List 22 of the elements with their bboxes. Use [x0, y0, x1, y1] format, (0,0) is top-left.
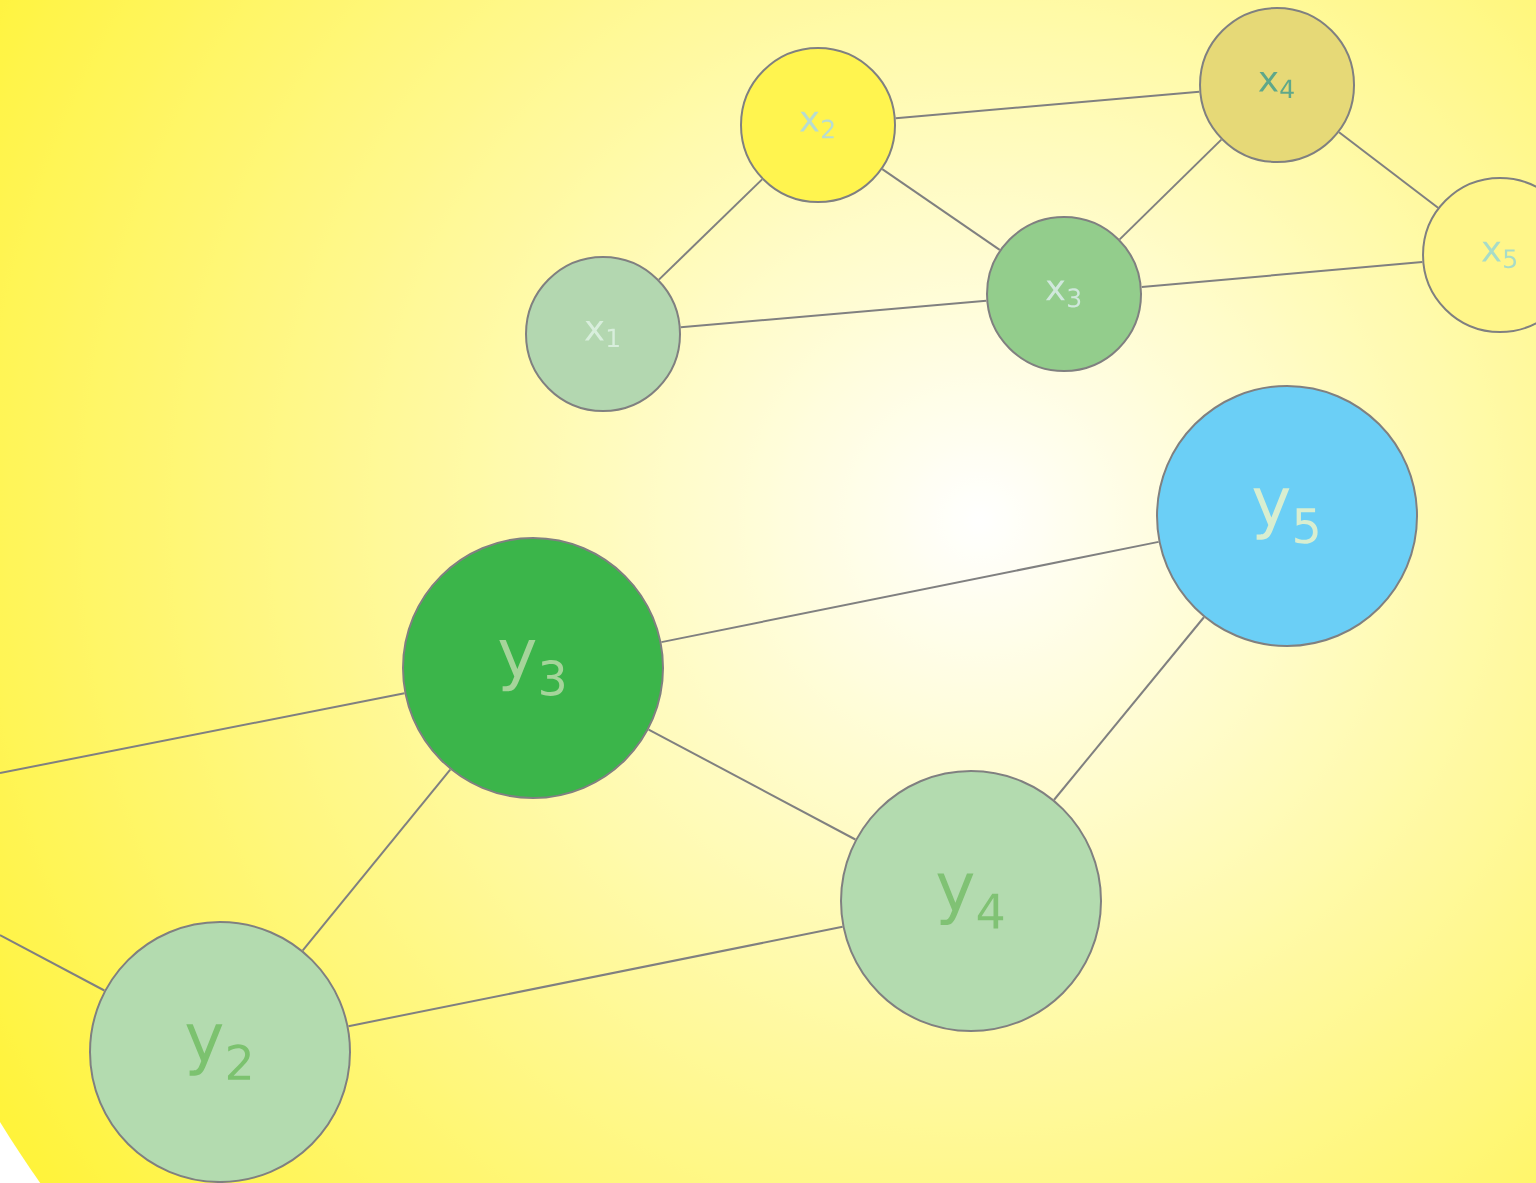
circle-node: y$_{3}$ [402, 537, 664, 799]
circle-node: x$_{4}$ [1199, 7, 1355, 163]
connector-line [1338, 131, 1439, 209]
connector-line [1140, 260, 1424, 289]
connector-line [657, 178, 764, 281]
connector-line [0, 934, 106, 992]
circle-node: y$_{4}$ [840, 770, 1102, 1032]
circle-node: y$_{5}$ [1156, 385, 1418, 647]
connector-line [660, 540, 1160, 644]
connector-line [301, 768, 452, 952]
connector-line [679, 299, 988, 329]
connector-line [881, 168, 1001, 251]
circle-node: y$_{2}$ [89, 921, 351, 1183]
circle-node: x$_{3}$ [986, 216, 1142, 372]
connector-line [894, 90, 1201, 120]
connector-line [1053, 616, 1205, 801]
connector-line [647, 728, 857, 841]
connector-line [1118, 138, 1223, 241]
circle-node: x$_{2}$ [740, 47, 896, 203]
connector-line [0, 692, 406, 774]
circle-node: x$_{5}$ [1422, 177, 1536, 333]
connector-line [347, 925, 844, 1028]
